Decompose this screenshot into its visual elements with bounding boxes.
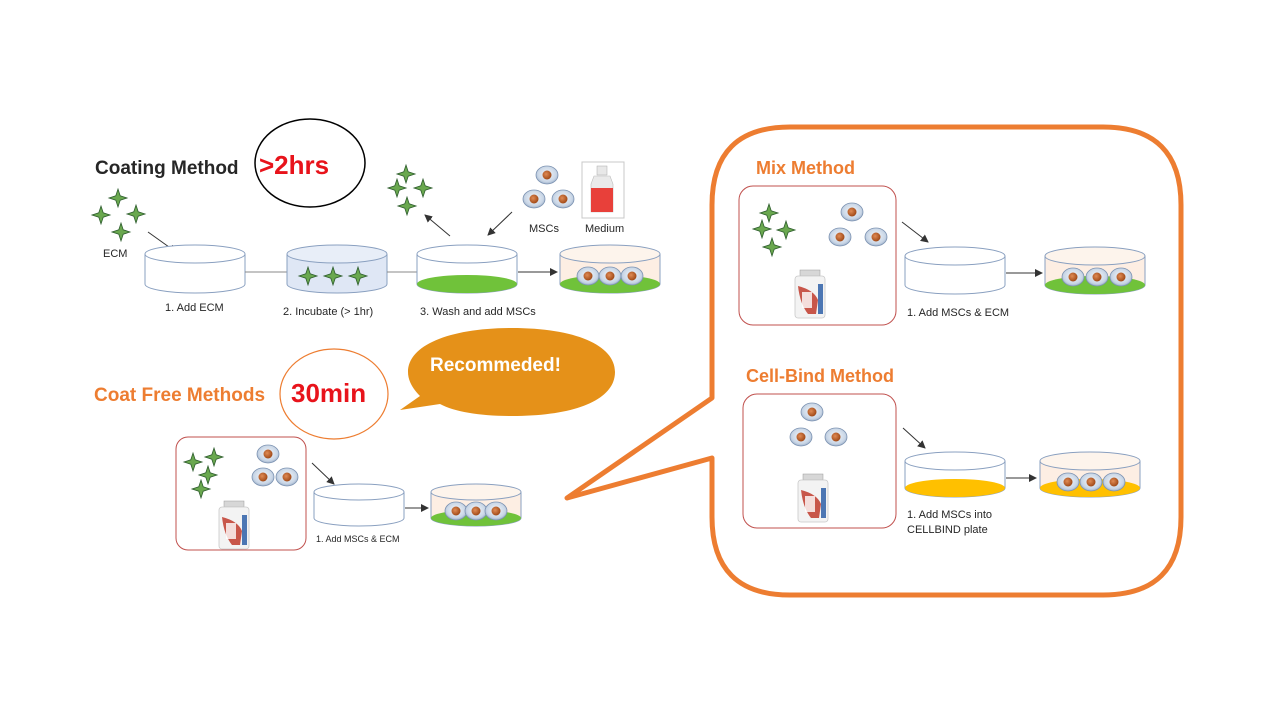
mix-step-label: 1. Add MSCs & ECM xyxy=(907,307,1010,319)
mix-ingredients-box xyxy=(738,185,897,326)
step-add-ecm-label: 1. Add ECM xyxy=(165,302,224,314)
ecm-star-icon xyxy=(126,204,146,224)
msc-cell-icon xyxy=(275,467,299,487)
dish-cellbind xyxy=(904,451,1006,498)
coating-method-title: Coating Method xyxy=(95,158,239,179)
arrow xyxy=(901,221,929,243)
ecm-star-icon xyxy=(413,178,433,198)
coat-free-title: Coat Free Methods xyxy=(94,385,266,406)
coat-free-step-label: 1. Add MSCs & ECM xyxy=(316,534,400,544)
msc-cell-icon xyxy=(522,189,546,209)
step-wash-add-label: 3. Wash and add MSCs xyxy=(420,306,536,318)
callout-outline xyxy=(564,124,1184,598)
msc-cell-icon xyxy=(620,266,644,286)
arrow xyxy=(902,427,926,449)
ecm-star-icon xyxy=(108,188,128,208)
dish-mix-result xyxy=(1044,246,1146,295)
msc-cell-icon xyxy=(256,444,280,464)
msc-cell-icon xyxy=(800,402,824,422)
dish-coated-result xyxy=(559,244,661,294)
msc-cell-icon xyxy=(598,266,622,286)
removed-ecm-stars-group xyxy=(387,164,433,216)
dish-wash-add-mscs xyxy=(416,244,518,294)
dish-cellbind-result xyxy=(1039,451,1141,498)
cellbind-step-line2: CELLBIND plate xyxy=(907,524,988,536)
msc-cell-icon xyxy=(1102,472,1126,492)
medium-label: Medium xyxy=(585,223,625,235)
arrow xyxy=(487,211,513,236)
cellbind-method-title: Cell-Bind Method xyxy=(746,366,894,386)
msc-cell-icon xyxy=(1085,267,1109,287)
medium-bottle-icon xyxy=(794,269,826,319)
msc-cell-icon xyxy=(535,165,559,185)
recommended-label: Recommeded! xyxy=(430,355,561,376)
coating-time-circle xyxy=(254,118,366,208)
medium-bottle-icon xyxy=(218,500,250,550)
mscs-label: MSCs xyxy=(529,223,559,235)
dish-mix xyxy=(904,246,1006,295)
ecm-label: ECM xyxy=(103,248,128,260)
msc-cell-icon xyxy=(251,467,275,487)
medium-bottle-icon xyxy=(797,473,829,523)
coat-free-time-circle xyxy=(279,348,389,440)
ecm-star-icon xyxy=(111,222,131,242)
dish-coat-free-mix xyxy=(313,483,405,527)
dish-incubate xyxy=(286,244,388,294)
msc-cell-icon xyxy=(1061,267,1085,287)
recommended-speech-bubble xyxy=(400,328,615,416)
msc-cell-icon xyxy=(464,501,488,521)
coating-time-label: >2hrs xyxy=(259,150,330,180)
msc-cell-icon xyxy=(1109,267,1133,287)
cellbind-step-line1: 1. Add MSCs into xyxy=(907,509,992,521)
msc-cell-icon xyxy=(444,501,468,521)
coat-free-time-label: 30min xyxy=(291,378,367,408)
msc-cell-icon xyxy=(1079,472,1103,492)
msc-cell-icon xyxy=(576,266,600,286)
ecm-star-icon xyxy=(91,205,111,225)
arrow xyxy=(311,462,335,485)
medium-bottle-icon xyxy=(581,161,625,219)
msc-cell-icon xyxy=(484,501,508,521)
msc-cell-icon xyxy=(551,189,575,209)
ecm-star-icon xyxy=(397,196,417,216)
cellbind-ingredients-box xyxy=(742,393,897,529)
dish-add-ecm xyxy=(144,244,246,294)
ecm-stars-group xyxy=(91,188,146,242)
msc-cell-icon xyxy=(828,227,852,247)
msc-cell-icon xyxy=(1056,472,1080,492)
mix-method-title: Mix Method xyxy=(756,158,855,178)
ecm-star-icon xyxy=(387,178,407,198)
mscs-cells-group xyxy=(522,165,575,209)
step-incubate-label: 2. Incubate (> 1hr) xyxy=(283,306,374,318)
msc-cell-icon xyxy=(840,202,864,222)
arrow xyxy=(424,214,451,237)
coat-free-ingredients-box xyxy=(175,436,307,551)
msc-cell-icon xyxy=(789,427,813,447)
dish-coat-free-result xyxy=(430,483,522,527)
msc-cell-icon xyxy=(824,427,848,447)
ecm-star-icon xyxy=(396,164,416,184)
msc-cell-icon xyxy=(864,227,888,247)
